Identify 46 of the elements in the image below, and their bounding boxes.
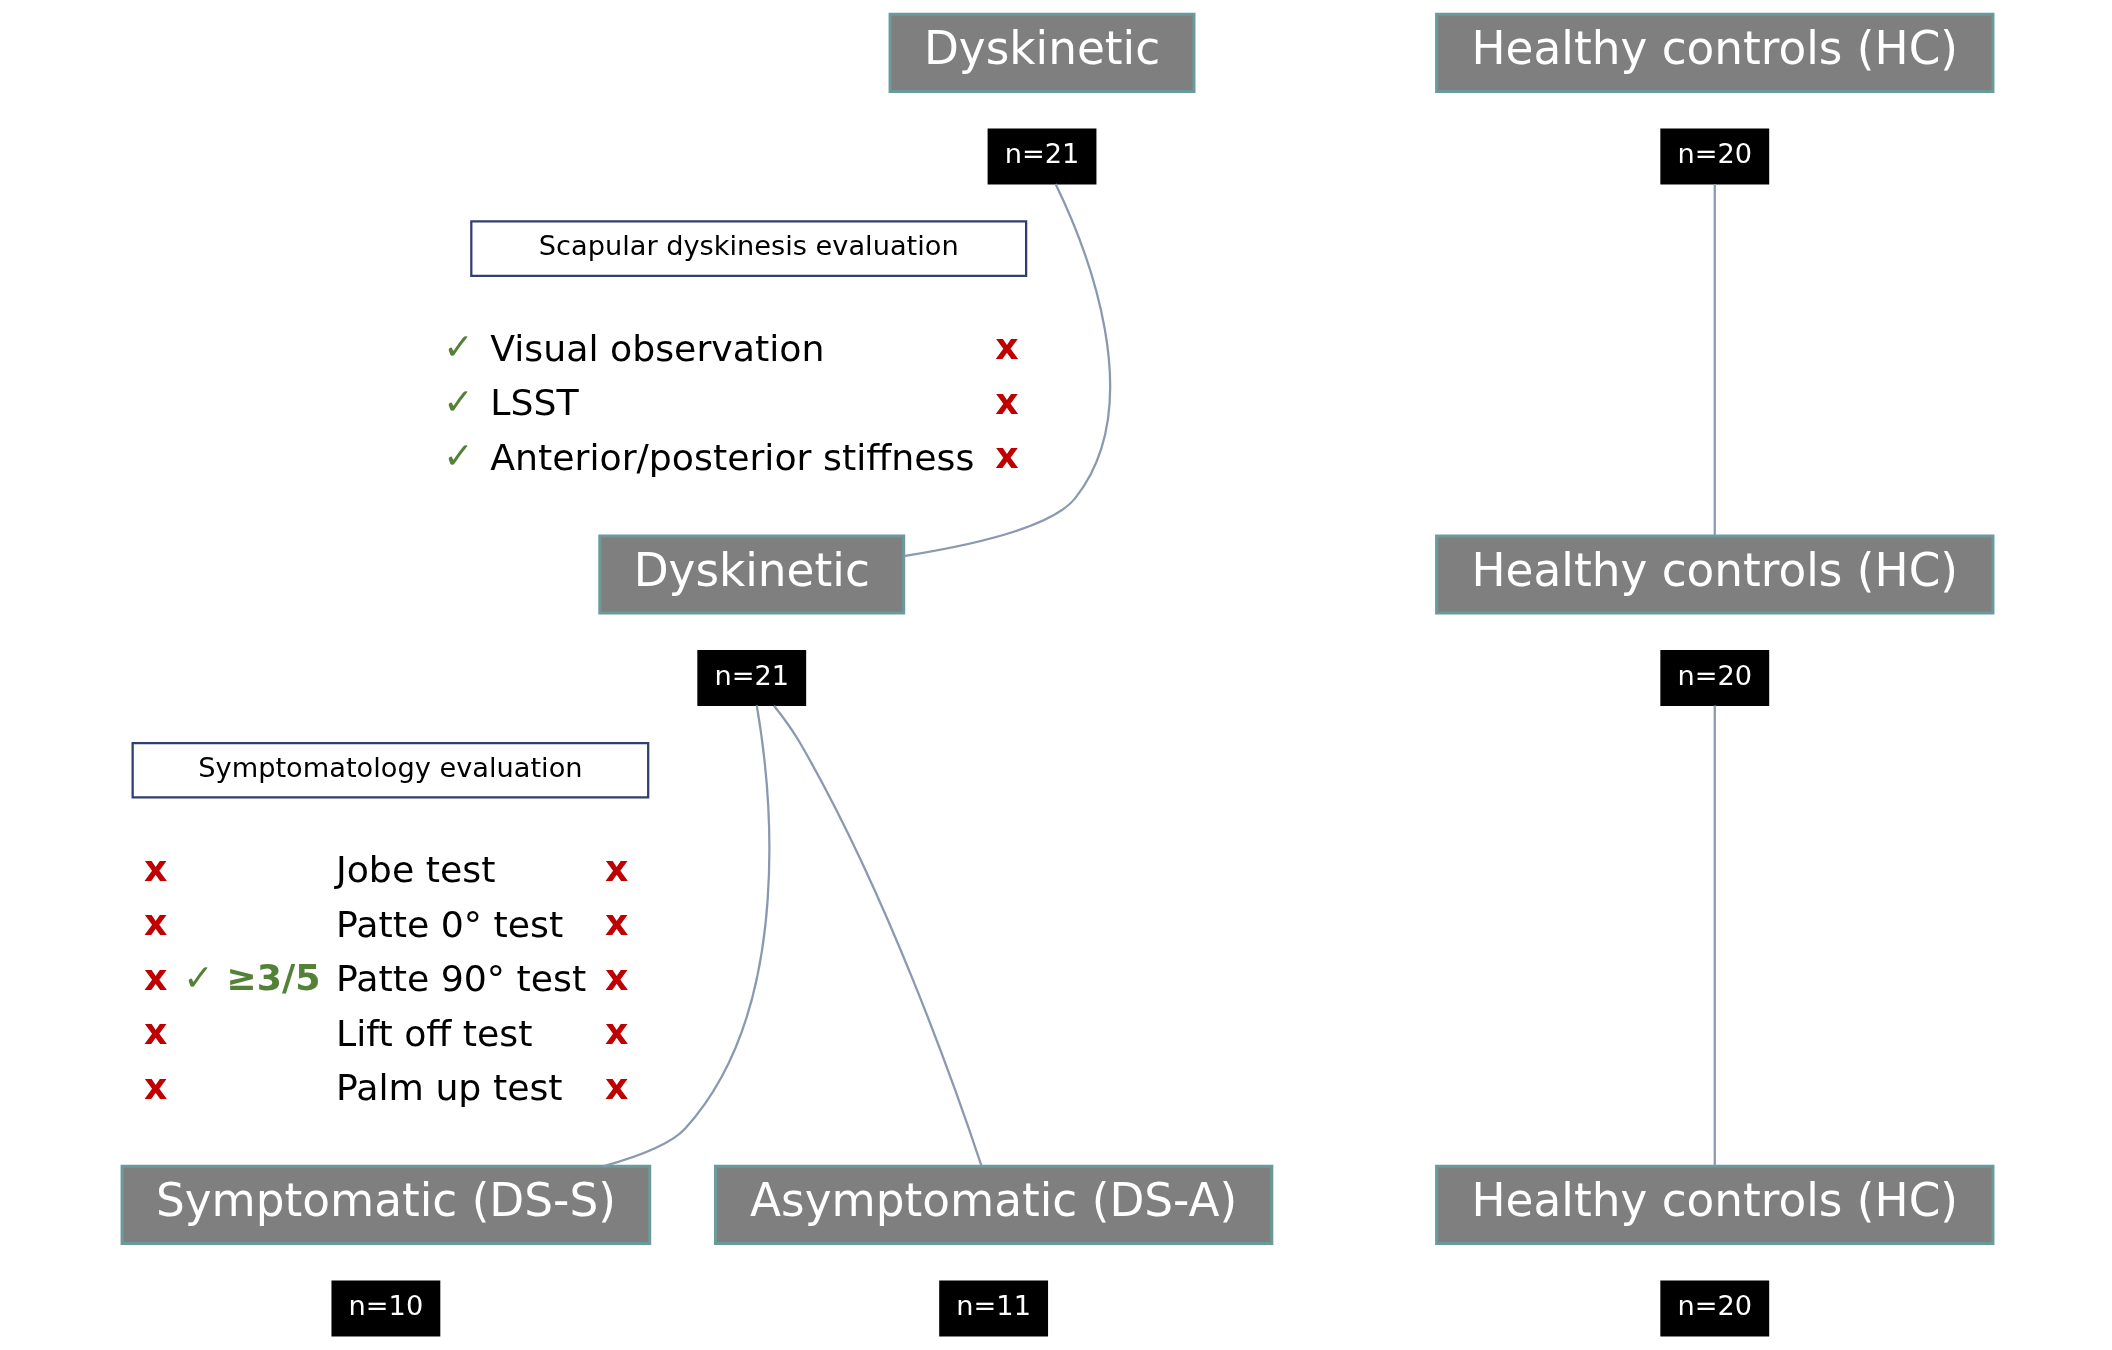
label: x [605,901,629,945]
label: Lift off test [335,1011,533,1055]
label: Palm up test [335,1066,563,1110]
label: x [605,846,629,890]
node-box: n=20 [1660,1280,1770,1337]
node-box: Symptomatology evaluation [131,741,650,799]
label: ✓ [443,325,474,369]
label: ✓ [443,434,474,478]
node-box: Healthy controls (HC) [1435,12,1995,93]
label: ✓ [443,379,474,423]
label: Jobe test [335,848,496,892]
label: x [605,1010,629,1054]
connector [773,704,983,1167]
label: x [605,955,629,999]
node-box: n=21 [987,128,1097,185]
label: x [143,1010,168,1054]
label: Anterior/posterior stiffness [490,435,975,479]
label: ✓ ≥3/5 [183,955,321,999]
node-box: n=21 [697,650,807,706]
label: x [995,325,1019,369]
connector [1713,183,1716,536]
label: x [143,955,168,999]
connector [903,183,1112,558]
node-box: Healthy controls (HC) [1435,534,1995,615]
label: x [143,846,168,890]
label: Visual observation [490,326,825,370]
node-box: Scapular dyskinesis evaluation [470,220,1028,277]
label: x [605,1064,629,1108]
node-box: n=10 [331,1280,441,1337]
label: x [143,1064,168,1108]
node-box: n=11 [939,1280,1049,1337]
node-box: n=20 [1660,650,1770,706]
connector [1713,705,1716,1166]
node-box: n=20 [1660,128,1770,185]
node-box: Asymptomatic (DS-A) [713,1164,1274,1245]
node-box: Dyskinetic [598,534,906,615]
node-box: Healthy controls (HC) [1435,1164,1995,1245]
label: x [995,379,1019,423]
label: x [995,434,1019,478]
node-box: Dyskinetic [888,12,1196,93]
label: x [143,901,168,945]
connector [603,705,771,1168]
label: Patte 90° test [335,957,587,1001]
label: Patte 0° test [335,902,564,946]
label: LSST [490,381,579,425]
node-box: Symptomatic (DS-S) [120,1164,652,1245]
